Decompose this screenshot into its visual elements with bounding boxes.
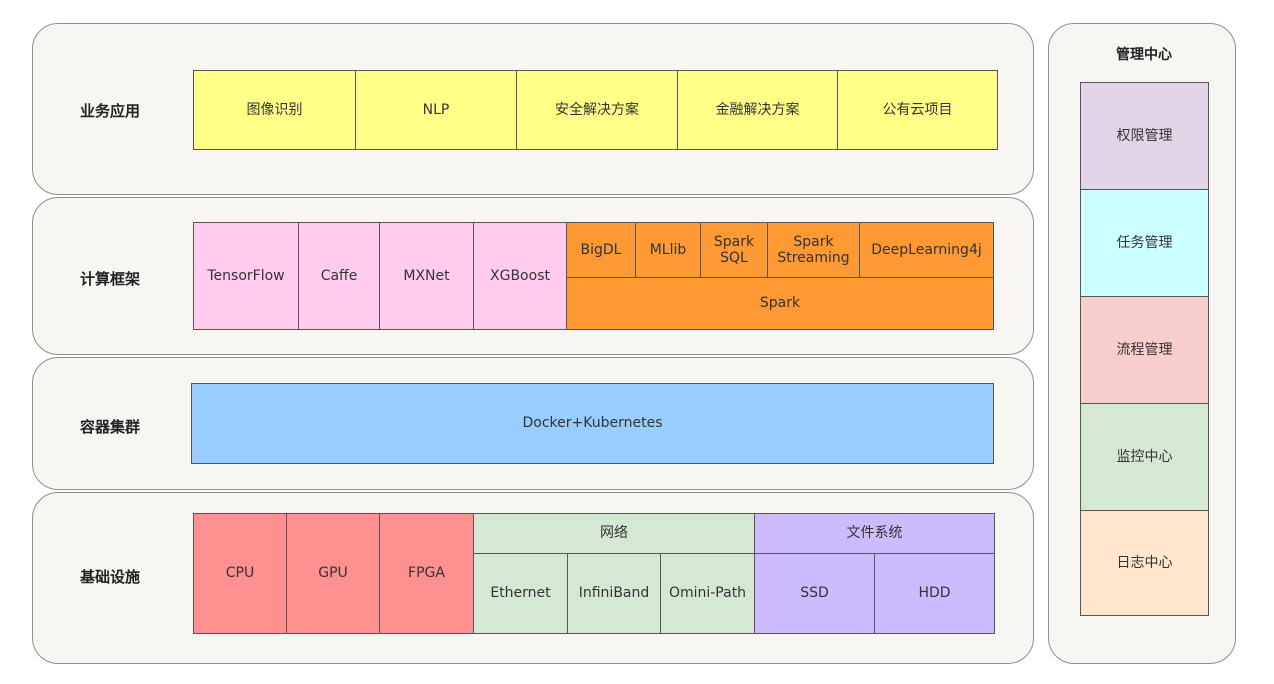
layer-label-compute-frameworks: 计算框架 <box>79 270 140 288</box>
spark-sql: Spark SQL <box>700 222 768 278</box>
framework-mxnet: MXNet <box>379 222 474 330</box>
app-public-cloud: 公有云项目 <box>837 70 998 150</box>
spark-bigdl: BigDL <box>566 222 636 278</box>
network-infiniband: InfiniBand <box>567 553 661 634</box>
app-nlp: NLP <box>355 70 517 150</box>
framework-tensorflow: TensorFlow <box>193 222 299 330</box>
framework-xgboost: XGBoost <box>473 222 567 330</box>
management-permissions: 权限管理 <box>1080 82 1209 190</box>
spark-core: Spark <box>566 277 994 330</box>
spark-streaming: Spark Streaming <box>767 222 860 278</box>
framework-caffe: Caffe <box>298 222 380 330</box>
docker-kubernetes: Docker+Kubernetes <box>191 383 994 464</box>
layer-label-container-cluster: 容器集群 <box>79 418 140 436</box>
network-ethernet: Ethernet <box>473 553 568 634</box>
management-logging: 日志中心 <box>1080 510 1209 616</box>
app-security-solution: 安全解决方案 <box>516 70 678 150</box>
management-tasks: 任务管理 <box>1080 189 1209 297</box>
filesystem-hdd: HDD <box>874 553 995 634</box>
hardware-cpu: CPU <box>193 513 287 634</box>
hardware-gpu: GPU <box>286 513 380 634</box>
management-title: 管理中心 <box>1116 47 1172 63</box>
spark-deeplearning4j: DeepLearning4j <box>859 222 994 278</box>
app-image-recognition: 图像识别 <box>193 70 356 150</box>
network-omini-path: Omini-Path <box>660 553 755 634</box>
management-workflow: 流程管理 <box>1080 296 1209 404</box>
layer-label-business-apps: 业务应用 <box>79 102 140 120</box>
spark-mllib: MLlib <box>635 222 701 278</box>
layer-label-infrastructure: 基础设施 <box>79 568 140 586</box>
app-finance-solution: 金融解决方案 <box>677 70 838 150</box>
network-title: 网络 <box>473 513 755 554</box>
filesystem-title: 文件系统 <box>754 513 995 554</box>
management-monitoring: 监控中心 <box>1080 403 1209 511</box>
hardware-fpga: FPGA <box>379 513 474 634</box>
filesystem-ssd: SSD <box>754 553 875 634</box>
